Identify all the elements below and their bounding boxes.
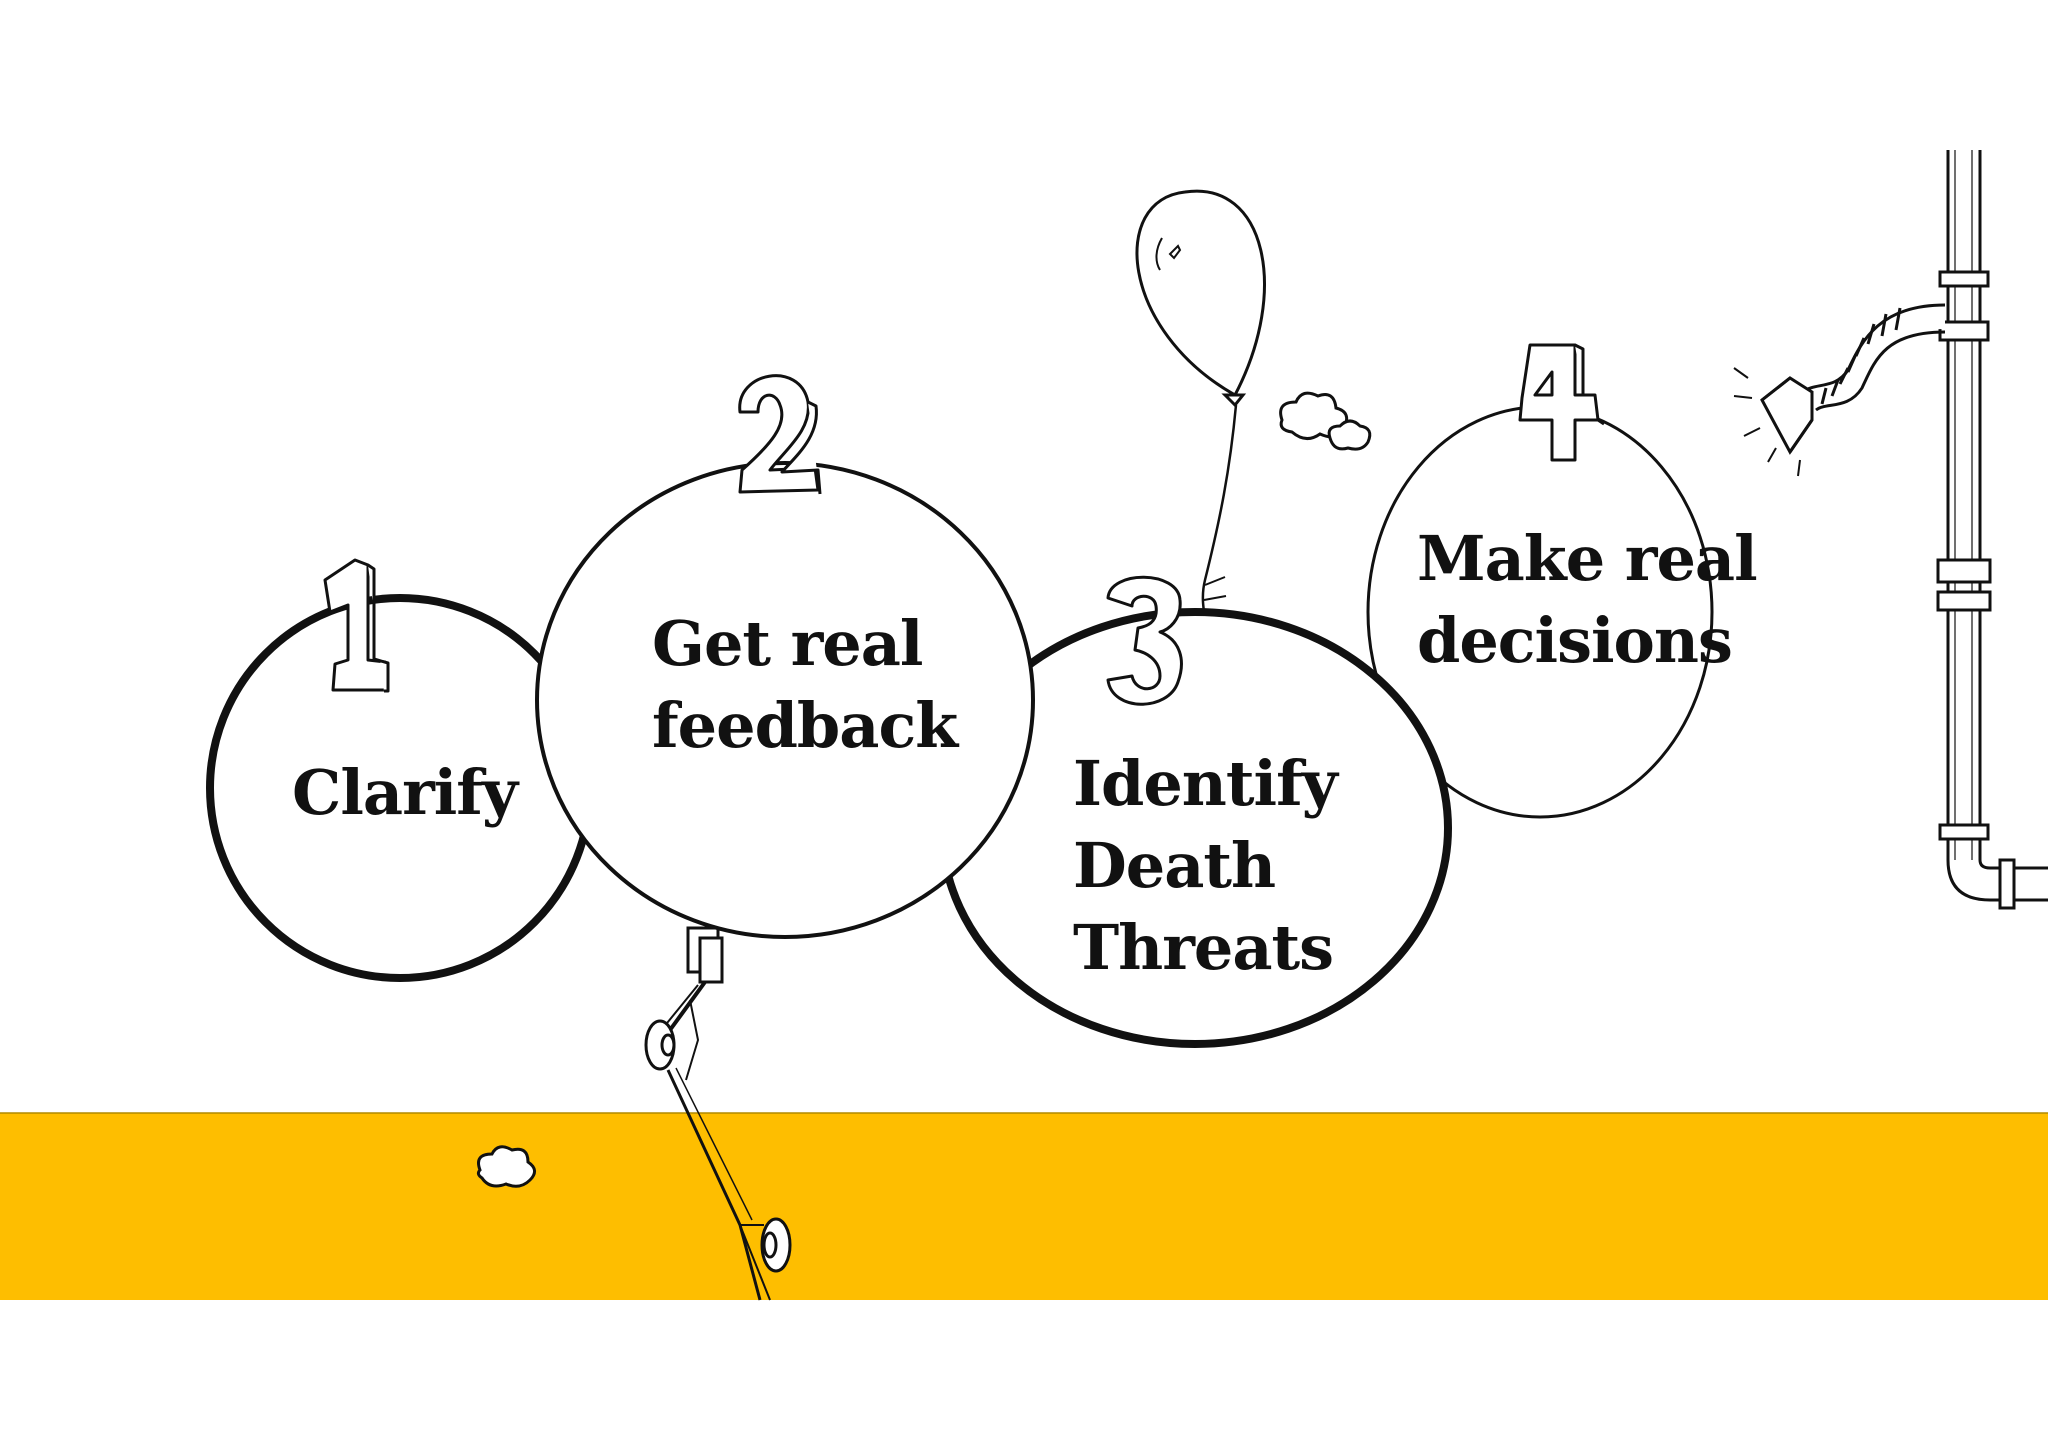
step-4-line-2: decisions — [1417, 604, 1733, 677]
ground-band — [0, 1113, 2048, 1300]
step-3-line-2: Death — [1073, 829, 1276, 902]
step-label-make-real-decisions: Make real decisions — [1417, 518, 1758, 682]
step-1-line-1: Clarify — [292, 756, 518, 829]
numeral-4 — [1518, 343, 1605, 462]
step-2-line-2: feedback — [652, 689, 958, 762]
step-3-line-3: Threats — [1073, 911, 1334, 984]
step-label-get-real-feedback: Get real feedback — [652, 603, 958, 767]
cloud-decoration — [476, 391, 1372, 1188]
step-3-line-1: Identify — [1073, 747, 1338, 820]
step-circle-2 — [535, 461, 1035, 939]
numeral-2 — [738, 374, 822, 495]
step-label-identify-death-threats: Identify Death Threats — [1073, 743, 1338, 989]
step-label-clarify: Clarify — [292, 752, 518, 834]
balloon-illustration — [1135, 189, 1266, 649]
numeral-3 — [1106, 575, 1183, 706]
pipe-illustration — [1733, 150, 2048, 910]
step-2-line-1: Get real — [652, 607, 923, 680]
step-4-line-1: Make real — [1417, 522, 1758, 595]
numeral-1 — [323, 558, 390, 693]
crank-illustration — [644, 926, 792, 1301]
